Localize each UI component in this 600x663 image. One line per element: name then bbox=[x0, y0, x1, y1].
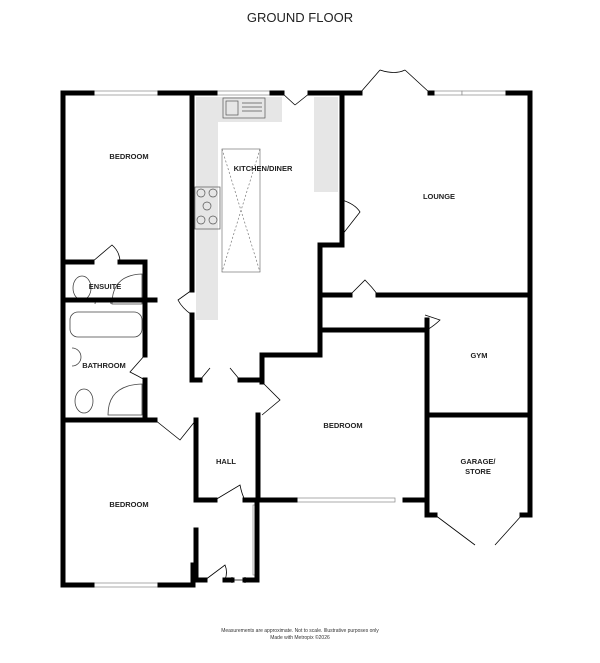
room-label-lounge: LOUNGE bbox=[423, 192, 455, 201]
floor-title: GROUND FLOOR bbox=[246, 10, 354, 25]
doors bbox=[91, 69, 523, 583]
disclaimer: Measurements are approximate. Not to sca… bbox=[0, 628, 600, 642]
worktops bbox=[196, 97, 338, 320]
sink-icon bbox=[222, 97, 266, 119]
room-label-kitchen: KITCHEN/DINER bbox=[234, 164, 293, 173]
room-label-bathroom: BATHROOM bbox=[82, 361, 126, 370]
room-label-bedroom: BEDROOM bbox=[109, 152, 148, 161]
room-label-bedroom: BEDROOM bbox=[323, 421, 362, 430]
room-label-bedroom: BEDROOM bbox=[109, 500, 148, 509]
room-label-garage: GARAGE/ bbox=[460, 457, 496, 466]
room-label-ensuite: ENSUITE bbox=[89, 282, 122, 291]
disclaimer-line: Measurements are approximate. Not to sca… bbox=[221, 628, 379, 634]
room-label-hall: HALL bbox=[216, 457, 236, 466]
walls bbox=[60, 90, 533, 588]
sanitaryware bbox=[69, 273, 143, 416]
kitchen-island bbox=[221, 148, 261, 273]
credit-line: Made with Metropix ©2026 bbox=[270, 635, 330, 641]
room-label-gym: GYM bbox=[470, 351, 487, 360]
hob-icon bbox=[194, 186, 221, 230]
room-label-store: STORE bbox=[465, 467, 491, 476]
